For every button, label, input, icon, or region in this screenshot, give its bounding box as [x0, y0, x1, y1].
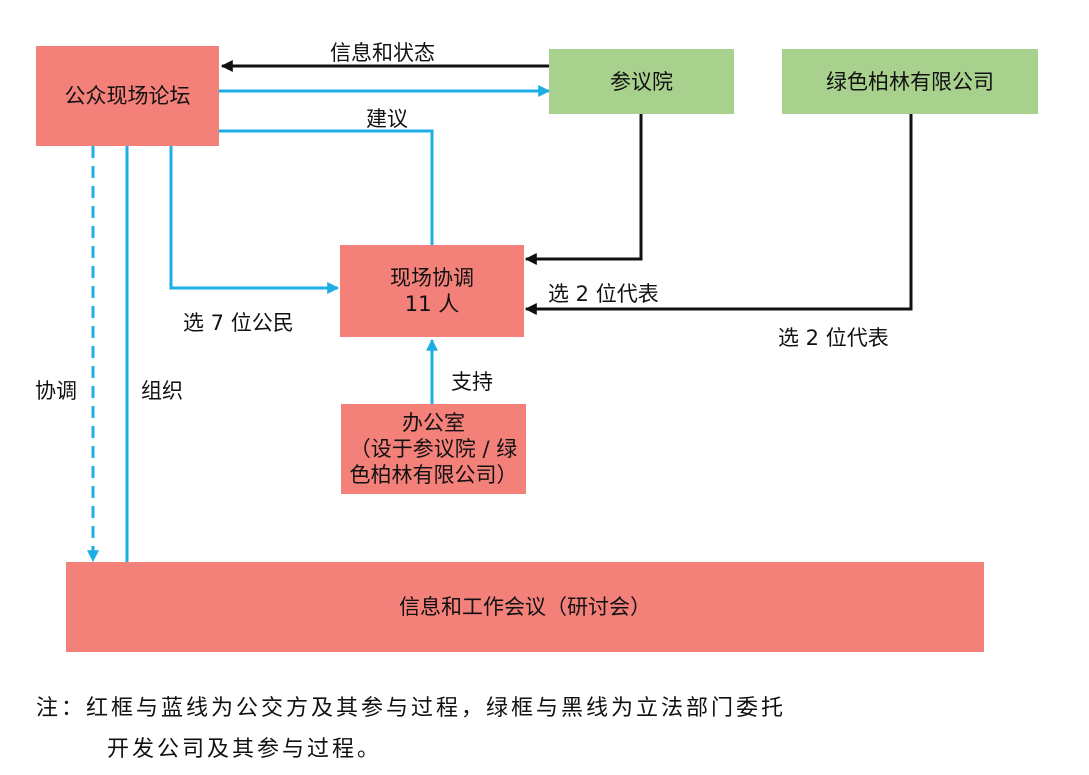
node-office: 办公室 （设于参议院 / 绿 色柏林有限公司） [341, 404, 526, 494]
note-line-1: 注：红框与蓝线为公交方及其参与过程，绿框与黑线为立法部门委托 [36, 696, 787, 721]
label-organize: 组织 [141, 379, 183, 403]
node-coordination-label: 现场协调 [390, 266, 474, 290]
node-office-location-2: 色柏林有限公司） [349, 463, 518, 487]
label-senate-select-2: 选 2 位代表 [548, 282, 659, 306]
label-advice: 建议 [366, 107, 408, 131]
node-info-work-meeting-label: 信息和工作会议（研讨会） [399, 595, 651, 619]
node-info-work-meeting: 信息和工作会议（研讨会） [66, 562, 984, 652]
edge-select-7 [169, 146, 340, 294]
label-green-select-2: 选 2 位代表 [778, 326, 889, 350]
node-coordination-count: 11 人 [404, 292, 460, 316]
label-info-status: 信息和状态 [330, 41, 435, 65]
edge-senate-select-2 [524, 114, 643, 265]
note-line-2: 开发公司及其参与过程。 [107, 737, 383, 762]
node-public-forum-label: 公众现场论坛 [64, 84, 191, 108]
node-senate-label: 参议院 [610, 69, 673, 94]
edge-advice [219, 129, 434, 245]
label-select-7: 选 7 位公民 [183, 311, 294, 335]
node-public-forum: 公众现场论坛 [36, 46, 219, 146]
label-support: 支持 [451, 370, 493, 394]
node-coordination: 现场协调 11 人 [340, 245, 524, 337]
node-green-berlin: 绿色柏林有限公司 [782, 49, 1038, 114]
node-office-location-1: （设于参议院 / 绿 [349, 437, 518, 461]
node-office-label: 办公室 [402, 411, 465, 435]
node-green-berlin-label: 绿色柏林有限公司 [826, 69, 994, 94]
node-senate: 参议院 [549, 49, 734, 114]
label-coordinate: 协调 [35, 379, 77, 403]
edge-green-select-2 [524, 114, 913, 315]
